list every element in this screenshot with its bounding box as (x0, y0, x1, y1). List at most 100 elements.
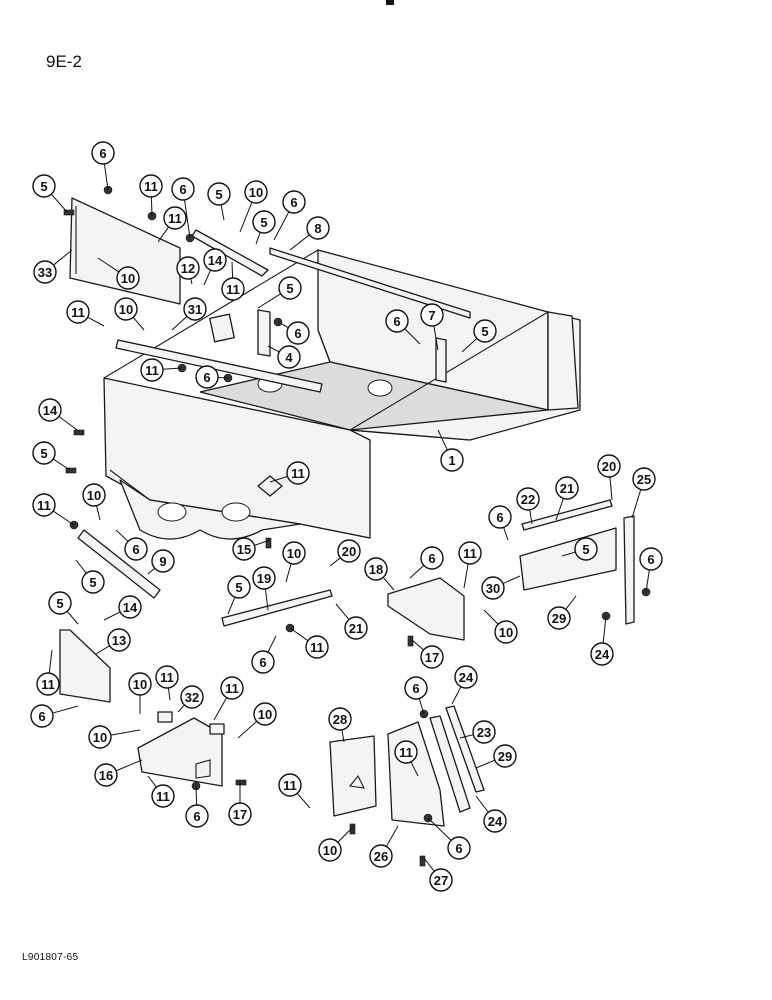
callout-circle (394, 740, 418, 764)
callout-number: 5 (260, 215, 267, 230)
leader-line (87, 316, 105, 327)
bolt-icon (349, 823, 356, 835)
callout-number: 13 (112, 633, 126, 648)
trough-opening-center (221, 502, 251, 522)
callout-number: 6 (496, 510, 503, 525)
callout-circle (38, 398, 62, 422)
callout-number: 5 (56, 596, 63, 611)
leader-line (337, 825, 355, 843)
callout-11: 11 (147, 775, 175, 808)
callout-29: 29 (475, 744, 517, 769)
leader-line (385, 825, 399, 847)
callout-6: 6 (427, 817, 471, 860)
leader-line (433, 325, 439, 351)
callout-circle (171, 177, 195, 201)
callout-number: 14 (123, 600, 138, 615)
callout-circle (282, 190, 306, 214)
callout-number: 11 (310, 640, 324, 655)
callout-30: 30 (481, 575, 521, 600)
callout-number: 10 (499, 625, 513, 640)
callout-circle (252, 210, 276, 234)
callout-circle (151, 549, 175, 573)
leader-line (150, 196, 153, 217)
leader-line (167, 687, 171, 701)
callout-circle (278, 773, 302, 797)
leader-line (411, 639, 424, 651)
leader-line (645, 569, 650, 593)
leader-line (459, 734, 474, 739)
callout-number: 5 (89, 575, 96, 590)
figure-code: L901807-65 (22, 952, 79, 963)
callout-number: 6 (99, 146, 106, 161)
callout-24: 24 (590, 615, 614, 666)
callout-circle (420, 303, 444, 327)
callout-circle (30, 704, 54, 728)
leader-line (231, 261, 234, 279)
callout-number: 17 (233, 807, 247, 822)
callout-number: 11 (168, 211, 182, 226)
hopper-top-rim (103, 249, 549, 431)
callout-21: 21 (335, 603, 368, 640)
callout-circle (547, 606, 571, 630)
callout-number: 10 (258, 707, 272, 722)
leader-line (110, 729, 141, 736)
callout-circle (458, 541, 482, 565)
callout-6: 6 (273, 190, 306, 241)
callout-circle (221, 277, 245, 301)
callout-21: 21 (555, 476, 579, 521)
callout-number: 6 (259, 655, 266, 670)
callout-circle (328, 707, 352, 731)
callout-number: 11 (145, 363, 159, 378)
callout-circle (32, 174, 56, 198)
angle-strip-24 (445, 705, 485, 793)
leader-line (418, 698, 425, 715)
callout-28: 28 (328, 707, 352, 743)
callout-circle (278, 276, 302, 300)
callout-5: 5 (207, 182, 231, 221)
callout-circle (277, 345, 301, 369)
callout-11: 11 (155, 665, 179, 701)
callout-11: 11 (289, 627, 329, 659)
callout-5: 5 (227, 575, 251, 615)
callout-number: 12 (181, 261, 195, 276)
callout-15: 15 (232, 537, 271, 561)
callout-circle (344, 616, 368, 640)
callout-number: 11 (37, 498, 51, 513)
callout-7: 7 (420, 303, 444, 351)
hopper-lower-trough (119, 479, 301, 540)
callout-19: 19 (252, 566, 276, 611)
callout-number: 5 (481, 324, 488, 339)
callout-number: 20 (602, 459, 616, 474)
callout-circle (176, 256, 200, 280)
bolt-icon (73, 429, 85, 436)
callout-circle (32, 441, 56, 465)
leader-line (561, 551, 576, 557)
callout-circle (124, 537, 148, 561)
callout-number: 29 (498, 749, 512, 764)
callout-circle (483, 809, 507, 833)
callout-circle (81, 570, 105, 594)
callout-number: 10 (87, 488, 101, 503)
trim-strip-9 (77, 529, 161, 599)
leader-line (50, 193, 69, 214)
callout-circle (32, 493, 56, 517)
callout-number: 5 (235, 580, 242, 595)
callout-27: 27 (423, 857, 453, 892)
callout-20: 20 (329, 539, 361, 567)
leader-line (451, 686, 462, 705)
callout-circle (251, 650, 275, 674)
leader-line (423, 857, 435, 872)
callout-circle (155, 665, 179, 689)
callout-number: 6 (455, 841, 462, 856)
callout-number: 11 (225, 681, 239, 696)
callout-circle (639, 547, 663, 571)
callout-number: 11 (144, 179, 158, 194)
callout-circle (185, 804, 209, 828)
callout-number: 14 (43, 403, 58, 418)
hopper-inner-edge (317, 329, 331, 363)
callout-circle (88, 725, 112, 749)
page-label: 9E-2 (46, 52, 82, 71)
callout-circle (337, 539, 361, 563)
callout-number: 10 (121, 271, 135, 286)
